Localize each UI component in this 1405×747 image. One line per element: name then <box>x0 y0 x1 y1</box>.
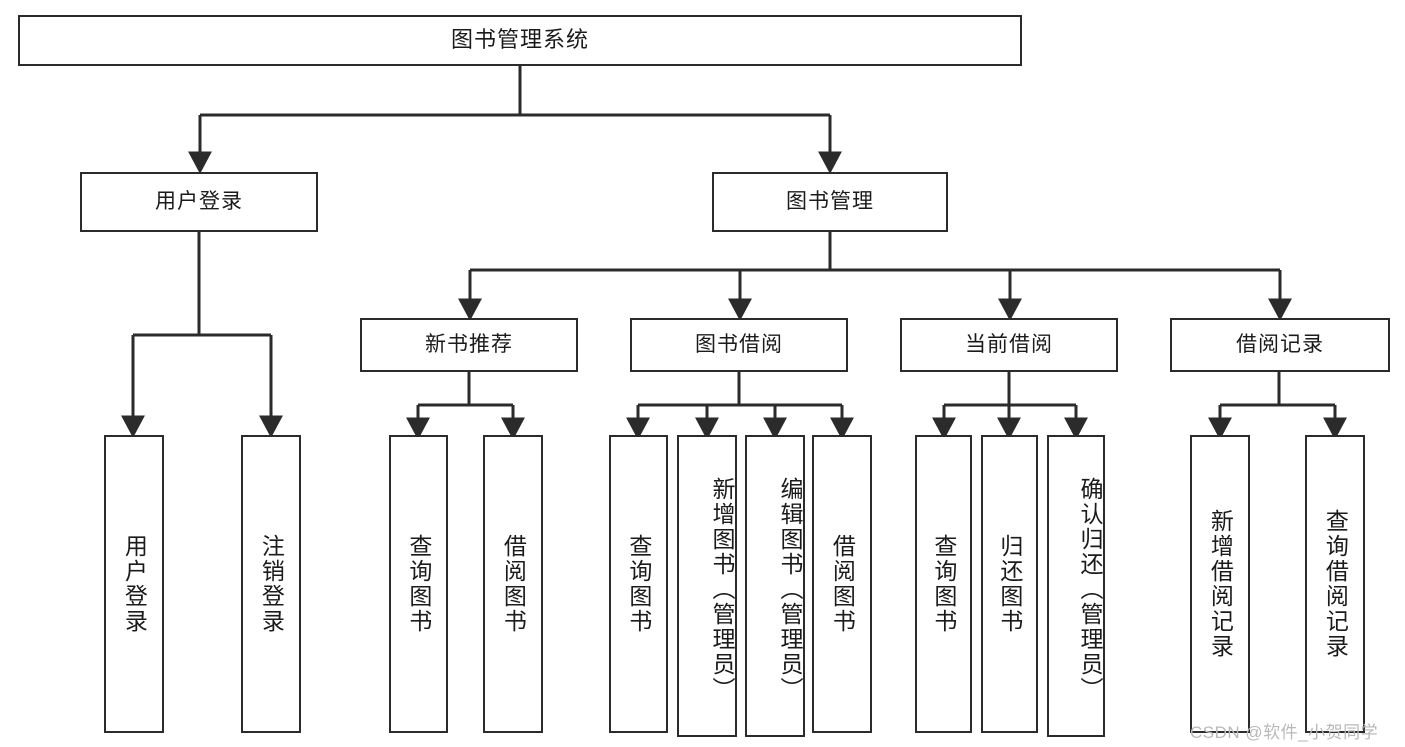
node-leaf-query-borrow-record[interactable]: 查询借阅记录 <box>1305 435 1365 733</box>
node-leaf-edit-book-admin[interactable]: 编辑图书（管理员） <box>745 435 805 737</box>
node-leaf-query-book-current[interactable]: 查询图书 <box>915 435 972 733</box>
watermark-text: CSDN @软件_小贺同学 <box>1190 723 1379 742</box>
node-leaf-borrow-book-recommend[interactable]: 借阅图书 <box>483 435 543 733</box>
node-level2-book-management[interactable]: 图书管理 <box>712 172 948 232</box>
node-level2-user-login[interactable]: 用户登录 <box>80 172 318 232</box>
node-leaf-add-book-admin[interactable]: 新增图书（管理员） <box>677 435 737 737</box>
node-leaf-user-login[interactable]: 用户登录 <box>104 435 164 733</box>
node-leaf-add-borrow-record[interactable]: 新增借阅记录 <box>1190 435 1250 733</box>
node-level3-new-book-recommend[interactable]: 新书推荐 <box>360 318 578 372</box>
node-leaf-return-book[interactable]: 归还图书 <box>981 435 1038 733</box>
node-level3-current-borrow[interactable]: 当前借阅 <box>900 318 1118 372</box>
node-leaf-logout[interactable]: 注销登录 <box>241 435 301 733</box>
node-level3-book-borrow[interactable]: 图书借阅 <box>630 318 848 372</box>
node-level3-borrow-record[interactable]: 借阅记录 <box>1170 318 1390 372</box>
node-leaf-borrow-book[interactable]: 借阅图书 <box>812 435 872 733</box>
node-leaf-query-book-borrow[interactable]: 查询图书 <box>609 435 668 733</box>
node-root[interactable]: 图书管理系统 <box>18 15 1022 66</box>
node-leaf-confirm-return-admin[interactable]: 确认归还（管理员） <box>1047 435 1105 737</box>
node-leaf-query-book-recommend[interactable]: 查询图书 <box>389 435 448 733</box>
